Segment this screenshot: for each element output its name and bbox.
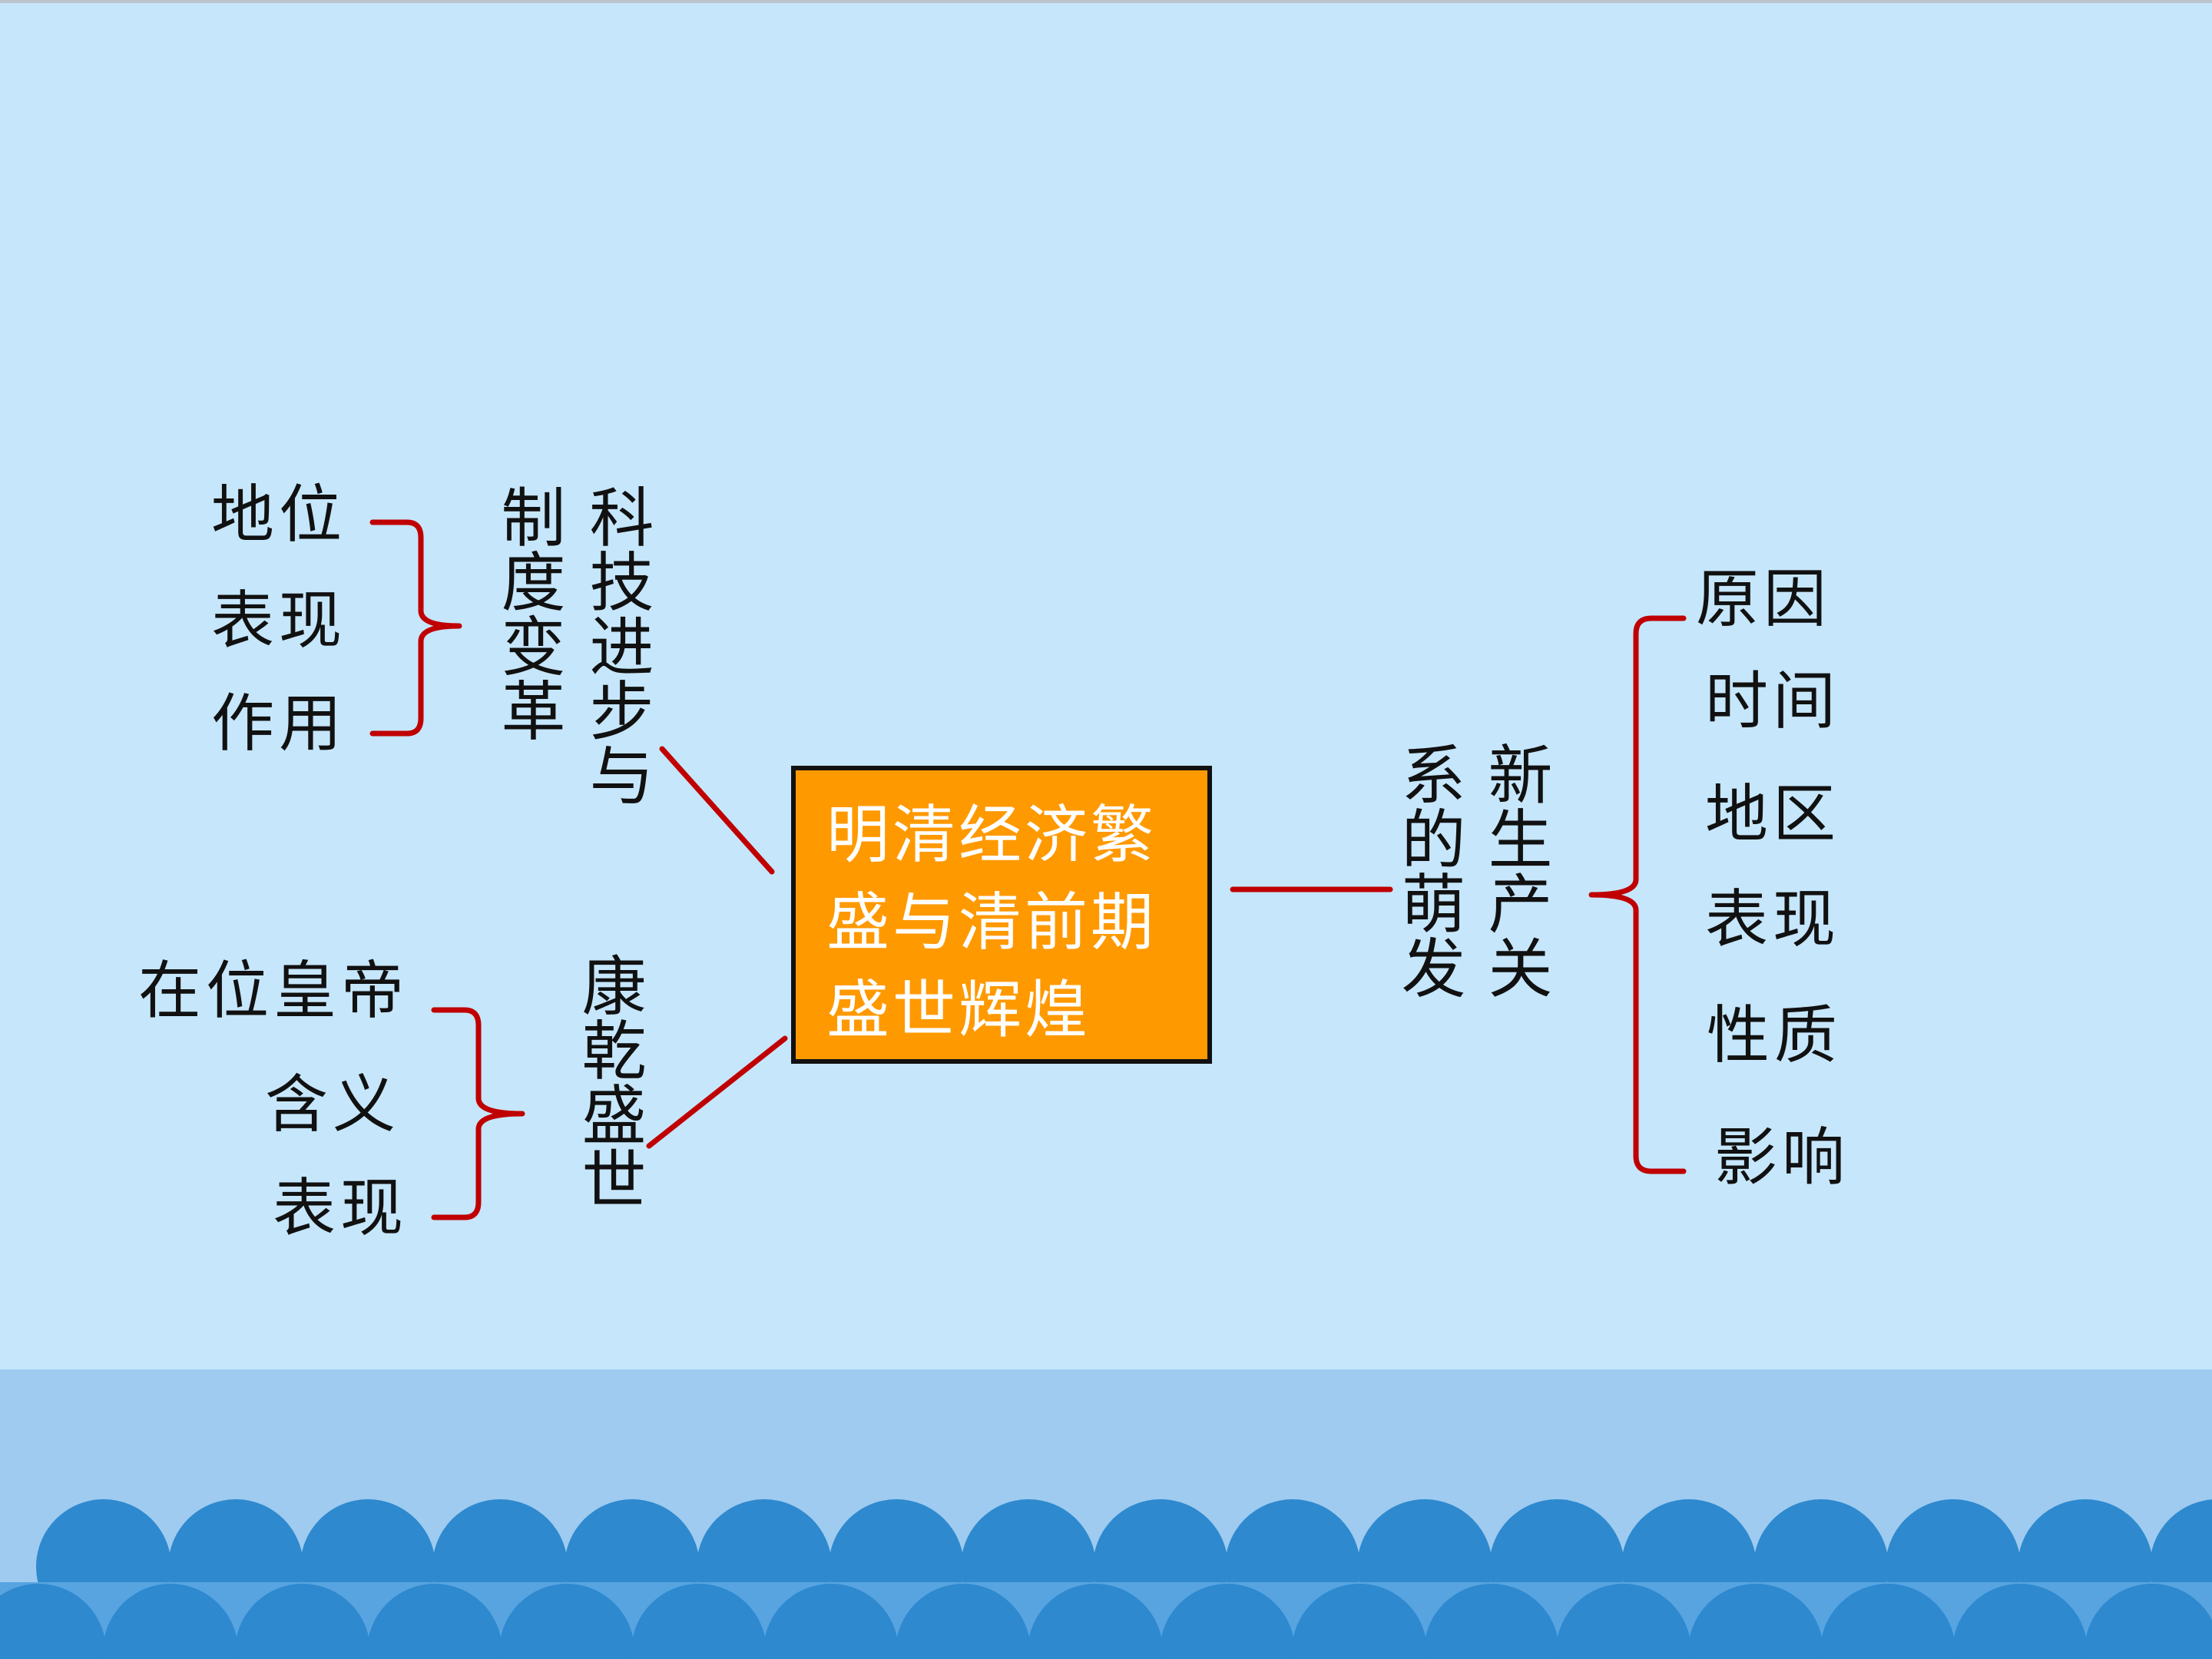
brace-tech — [369, 519, 462, 737]
capitalism-item-time: 时间 — [1705, 665, 1841, 738]
capitalism-branch-label-col1: 新生产关 — [1478, 741, 1553, 999]
wave-scallop — [1424, 1584, 1559, 1659]
capitalism-item-nature: 性质 — [1707, 999, 1843, 1072]
brace-capitalism — [1588, 615, 1687, 1174]
center-topic-box: 明清经济繁盛与清前期盛世辉煌 — [791, 766, 1212, 1064]
wave-scallop — [1688, 1584, 1823, 1659]
kangqian-item-manifestation: 表现 — [273, 1172, 409, 1245]
wave-scallop — [1160, 1584, 1295, 1659]
wave-scallop — [1952, 1584, 2088, 1659]
capitalism-item-manifestation: 表现 — [1705, 883, 1841, 956]
wave-scallop — [1028, 1584, 1163, 1659]
center-topic-text: 明清经济繁盛与清前期盛世辉煌 — [826, 799, 1157, 1047]
kangqian-branch-label: 康乾盛世 — [571, 952, 647, 1210]
wave-scallop — [896, 1584, 1031, 1659]
tech-item-role: 作用 — [211, 687, 347, 760]
brace-kangqian — [431, 1007, 525, 1220]
tech-item-status: 地位 — [211, 478, 347, 551]
tech-branch-label-col1: 科技进步与 — [579, 484, 654, 806]
capitalism-item-region: 地区 — [1705, 778, 1841, 851]
kangqian-item-meaning: 含义 — [265, 1068, 401, 1141]
tech-item-manifestation: 表现 — [211, 584, 347, 657]
wave-scallop — [367, 1584, 502, 1659]
wave-scallop — [2085, 1584, 2212, 1659]
tech-branch-label-col2: 制度变革 — [491, 484, 566, 742]
wave-scallop — [103, 1584, 238, 1659]
wave-scallop — [1820, 1584, 1955, 1659]
wave-decoration — [0, 1499, 2212, 1659]
wave-scallop — [1292, 1584, 1427, 1659]
kangqian-item-emperors: 在位皇帝 — [138, 955, 409, 1028]
capitalism-item-cause: 原因 — [1696, 563, 1832, 636]
connector-kangqian — [646, 1035, 788, 1149]
capitalism-branch-label-col2: 系的萌发 — [1391, 741, 1466, 999]
wave-scallop — [763, 1584, 899, 1659]
wave-scallop — [499, 1584, 634, 1659]
connector-tech — [659, 746, 775, 875]
wave-scallop — [1556, 1584, 1691, 1659]
top-border — [0, 0, 2212, 3]
wave-scallop — [0, 1584, 106, 1659]
capitalism-item-impact: 影响 — [1714, 1121, 1850, 1194]
wave-scallop — [235, 1584, 370, 1659]
wave-scallop — [631, 1584, 767, 1659]
